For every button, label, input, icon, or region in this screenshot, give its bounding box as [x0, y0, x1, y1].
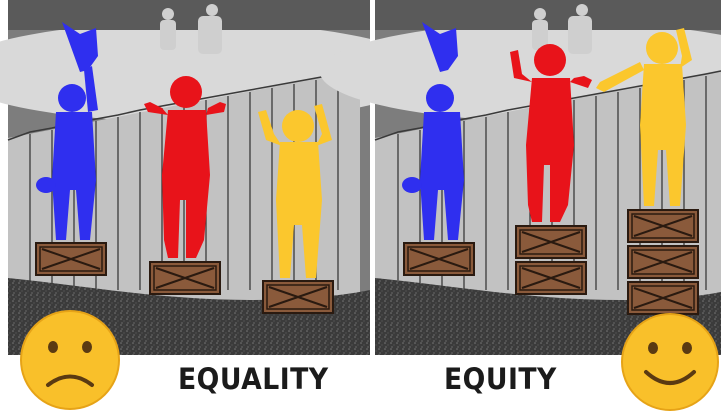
crate-box — [36, 243, 106, 275]
crate-box — [516, 262, 586, 294]
sad-face-emoji — [21, 311, 119, 409]
crate-box — [628, 210, 698, 242]
crate-box — [628, 282, 698, 314]
crate-box — [516, 226, 586, 258]
crate-box — [628, 246, 698, 278]
equality-caption: EQUALITY — [178, 362, 329, 396]
equity-panel — [320, 0, 721, 355]
equity-caption: EQUITY — [444, 362, 557, 396]
happy-face-emoji — [622, 314, 718, 410]
crate-box — [263, 281, 333, 313]
crate-box — [404, 243, 474, 275]
crate-box — [150, 262, 220, 294]
